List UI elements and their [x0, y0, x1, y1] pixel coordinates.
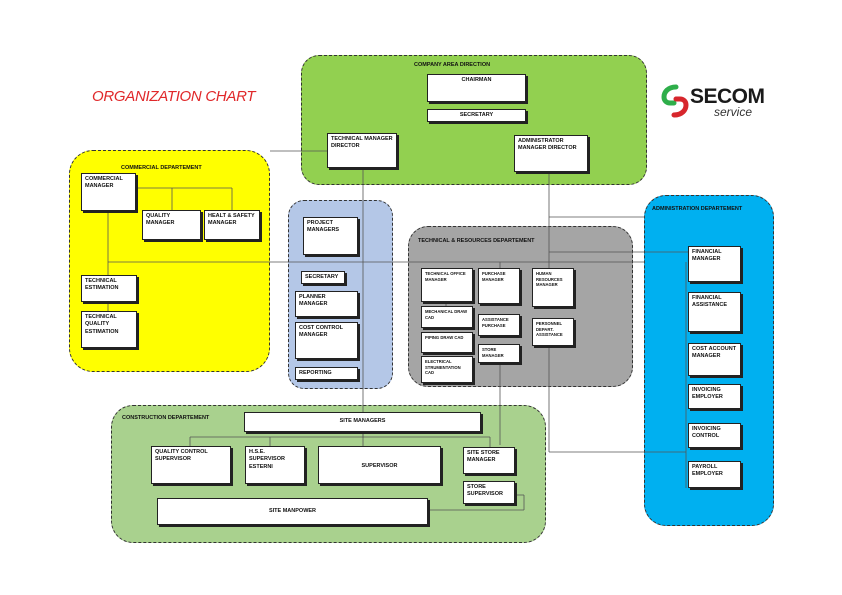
logo-tagline: service: [714, 105, 753, 119]
secretary-top-box: SECRETARY: [427, 109, 526, 122]
quality-manager-box: QUALITY MANAGER: [142, 210, 201, 240]
project-managers-box: PROJECT MANAGERS: [303, 217, 358, 255]
chart-title: ORGANIZATION CHART: [92, 88, 256, 105]
electrical-box: ELECTRICAL STRUMENTATION CAD: [421, 356, 473, 383]
technical-dept-label: TECHNICAL & RESOURCES DEPARTEMENT: [418, 238, 535, 244]
payroll-employer-box: PAYROLL EMPLOYER: [688, 461, 741, 488]
qc-supervisor-box: QUALITY CONTROL SUPERVISOR: [151, 446, 231, 484]
secretary-pm-box: SECRETARY: [301, 271, 345, 284]
commercial-dept-label: COMMERCIAL DEPARTEMENT: [121, 165, 202, 171]
hse-supervisor-box: H.S.E. SUPERVISOR ESTERNI: [245, 446, 305, 484]
secom-logo: SECOM service: [660, 84, 772, 120]
site-managers-box: SITE MANAGERS: [244, 412, 481, 432]
cost-control-manager-box: COST CONTROL MANAGER: [295, 322, 358, 359]
chairman-box: CHAIRMAN: [427, 74, 526, 102]
technical-quality-box: TECHNICAL QUALITY ESTIMATION: [81, 311, 137, 348]
personnel-assistance-box: PERSONNEL DEPART. ASSISTANCE: [532, 318, 574, 346]
technical-estimation-box: TECHNICAL ESTIMATION: [81, 275, 137, 302]
store-supervisor-box: STORE SUPERVISOR: [463, 481, 515, 504]
assistance-purchase-box: ASSISTANCE PURCHASE: [478, 314, 520, 336]
hr-manager-box: HUMAN RESOURCES MANAGER: [532, 268, 574, 307]
technical-director-box: TECHNICAL MANAGER DIRECTOR: [327, 133, 397, 168]
site-manpower-box: SITE MANPOWER: [157, 498, 428, 525]
logo-name: SECOM: [690, 85, 765, 108]
secom-logo-mark: [661, 84, 689, 118]
site-store-manager-box: SITE STORE MANAGER: [463, 447, 515, 474]
hse-manager-box: HEALT & SAFETY MANAGER: [204, 210, 260, 240]
construction-dept-label: CONSTRUCTION DEPARTEMENT: [122, 415, 210, 421]
administration-dept-label: ADMINISTRATION DEPARTEMENT: [652, 206, 743, 212]
financial-assistance-box: FINANCIAL ASSISTANCE: [688, 292, 741, 332]
invoicing-employer-box: INVOICING EMPLOYER: [688, 384, 741, 409]
company-dept-label: COMPANY AREA DIRECTION: [414, 62, 491, 68]
tech-office-manager-box: TECHNICAL OFFICE MANAGER: [421, 268, 473, 302]
supervisor-box: SUPERVISOR: [318, 446, 441, 484]
mech-draw-box: MECHANICAL DRAW CAD: [421, 306, 473, 328]
planner-manager-box: PLANNER MANAGER: [295, 291, 358, 317]
reporting-box: REPORTING: [295, 367, 358, 380]
invoicing-control-box: INVOICING CONTROL: [688, 423, 741, 448]
admin-director-box: ADMINISTRATOR MANAGER DIRECTOR: [514, 135, 588, 172]
commercial-manager-box: COMMERCIAL MANAGER: [81, 173, 136, 211]
financial-manager-box: FINANCIAL MANAGER: [688, 246, 741, 282]
store-manager-box: STORE MANAGER: [478, 344, 520, 363]
piping-draw-box: PIPING DRAW CAD: [421, 332, 473, 353]
purchase-manager-box: PURCHASE MANAGER: [478, 268, 520, 304]
cost-account-manager-box: COST ACCOUNT MANAGER: [688, 343, 741, 376]
